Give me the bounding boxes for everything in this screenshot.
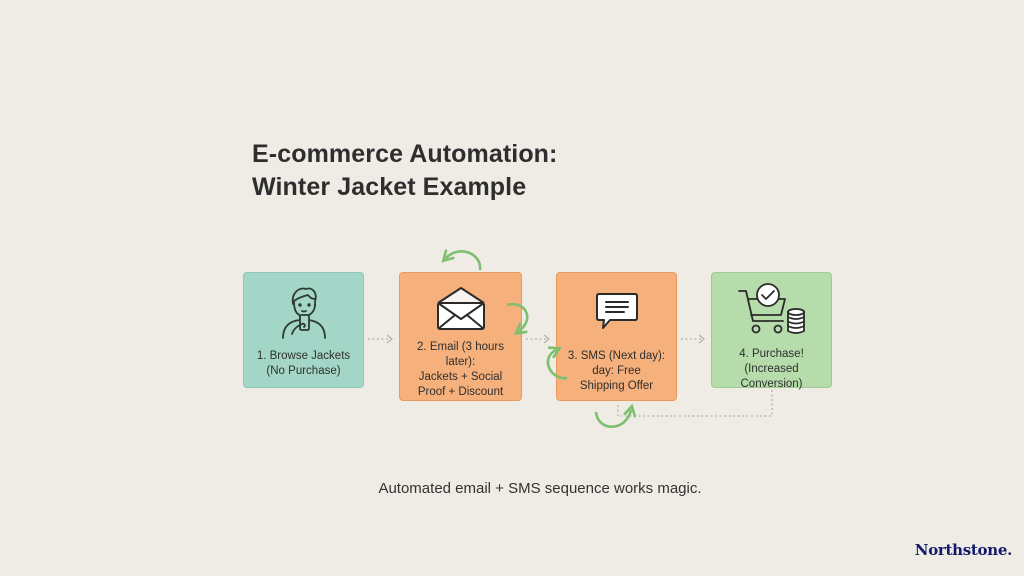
person-with-phone-icon bbox=[278, 283, 330, 341]
step-1-line-1: 1. Browse Jackets bbox=[256, 350, 351, 362]
step-4-line-2: (Increased Conversion) bbox=[740, 363, 803, 390]
step-3-line-3: Shipping Offer bbox=[579, 380, 654, 392]
loop-arrow-email-top bbox=[441, 249, 482, 271]
step-email: 2. Email (3 hours later): Jackets + Soci… bbox=[399, 272, 522, 401]
arrowhead-3 bbox=[698, 334, 706, 344]
step-sms: 3. SMS (Next day): day: Free Shipping Of… bbox=[556, 272, 677, 401]
step-2-line-1: 2. Email (3 hours later): bbox=[417, 341, 504, 368]
loop-arrow-sms-bottom bbox=[594, 403, 637, 428]
arrowhead-1 bbox=[386, 334, 394, 344]
step-purchase: 4. Purchase! (Increased Conversion) bbox=[711, 272, 832, 390]
step-3-line-1: 3. SMS (Next day): bbox=[567, 350, 666, 362]
step-1-line-2: (No Purchase) bbox=[266, 365, 341, 377]
envelope-icon bbox=[435, 283, 487, 332]
title-line-1: E-commerce Automation: bbox=[252, 140, 558, 168]
brand-logo: Northstone. bbox=[914, 541, 1013, 559]
arrowhead-2 bbox=[543, 334, 551, 344]
title-line-2: Winter Jacket Example bbox=[252, 173, 527, 201]
page-title: E-commerce Automation: Winter Jacket Exa… bbox=[252, 138, 557, 204]
chat-bubble-icon bbox=[594, 283, 640, 341]
step-2-line-2: Jackets + Social bbox=[418, 371, 503, 383]
step-3-line-2: day: Free bbox=[592, 365, 641, 377]
cart-check-coins-icon bbox=[737, 283, 807, 339]
caption: Automated email + SMS sequence works mag… bbox=[378, 480, 702, 497]
step-2-line-3: Proof + Discount bbox=[417, 386, 504, 398]
step-4-line-1: 4. Purchase! bbox=[739, 348, 804, 360]
step-browse-jackets: 1. Browse Jackets (No Purchase) bbox=[243, 272, 364, 388]
